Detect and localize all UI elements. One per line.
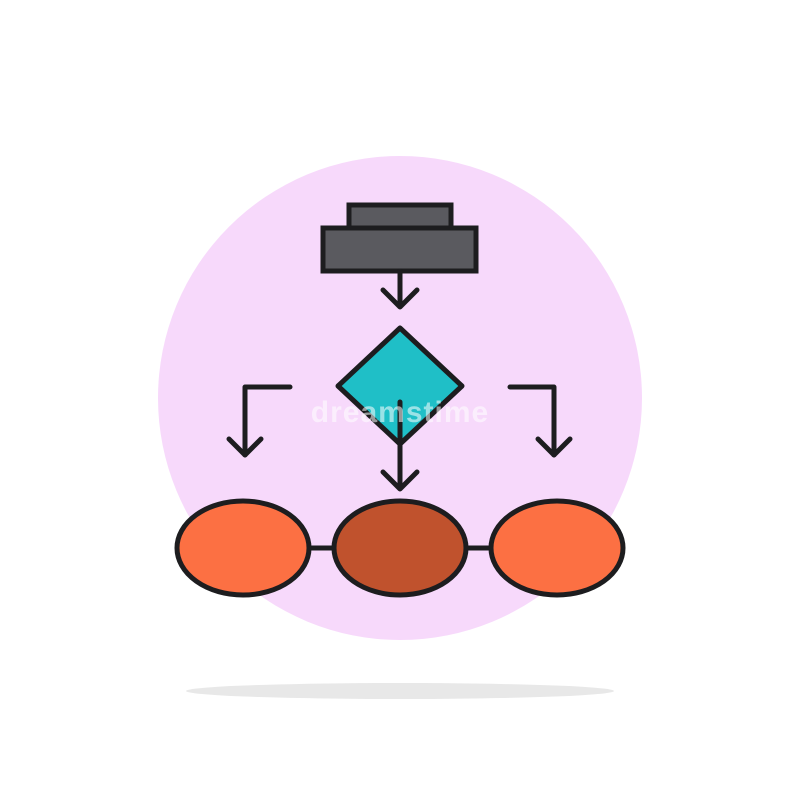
right-branch-arrow-icon — [507, 384, 573, 458]
process-box-back — [346, 202, 454, 232]
left-node-icon — [174, 498, 312, 598]
ground-shadow — [186, 683, 614, 699]
right-node-icon — [488, 498, 626, 598]
process-box-front — [320, 225, 479, 274]
center-node-icon — [331, 498, 469, 598]
arrow-down-icon — [380, 268, 420, 310]
left-branch-arrow-icon — [226, 384, 293, 458]
center-arrow-down-icon — [380, 399, 420, 492]
